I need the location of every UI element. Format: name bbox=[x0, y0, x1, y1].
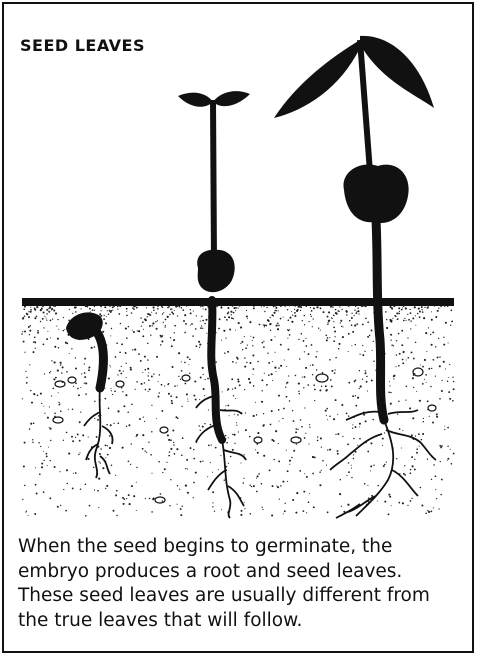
stem-mature-upper bbox=[360, 40, 370, 172]
roots-early bbox=[84, 388, 113, 478]
true-leaf-left bbox=[274, 40, 360, 118]
root-main-middle bbox=[211, 300, 222, 440]
caption-line-2: embryo produces a root and seed leaves. bbox=[18, 560, 468, 585]
true-leaf-right bbox=[360, 36, 434, 108]
seed-leaf-right-middle bbox=[213, 91, 250, 106]
caption-line-3: These seed leaves are usually different … bbox=[18, 584, 468, 609]
cotyledon-middle bbox=[197, 250, 234, 293]
seed-leaves-illustration bbox=[0, 0, 480, 520]
caption-line-4: the true leaves that will follow. bbox=[18, 609, 468, 634]
figure-caption: When the seed begins to germinate, the e… bbox=[18, 535, 468, 633]
seed-leaves-mature bbox=[343, 164, 408, 223]
soil-surface-line bbox=[22, 298, 454, 306]
seed-leaf-left-middle bbox=[178, 93, 213, 107]
seedling-mature bbox=[274, 36, 436, 518]
stem-mature-lower bbox=[376, 220, 384, 420]
caption-line-1: When the seed begins to germinate, the bbox=[18, 535, 468, 560]
stem-early bbox=[95, 330, 103, 388]
stem-middle bbox=[213, 100, 214, 262]
roots-middle bbox=[196, 396, 246, 518]
roots-mature bbox=[330, 410, 436, 518]
seedling-early bbox=[66, 312, 113, 478]
